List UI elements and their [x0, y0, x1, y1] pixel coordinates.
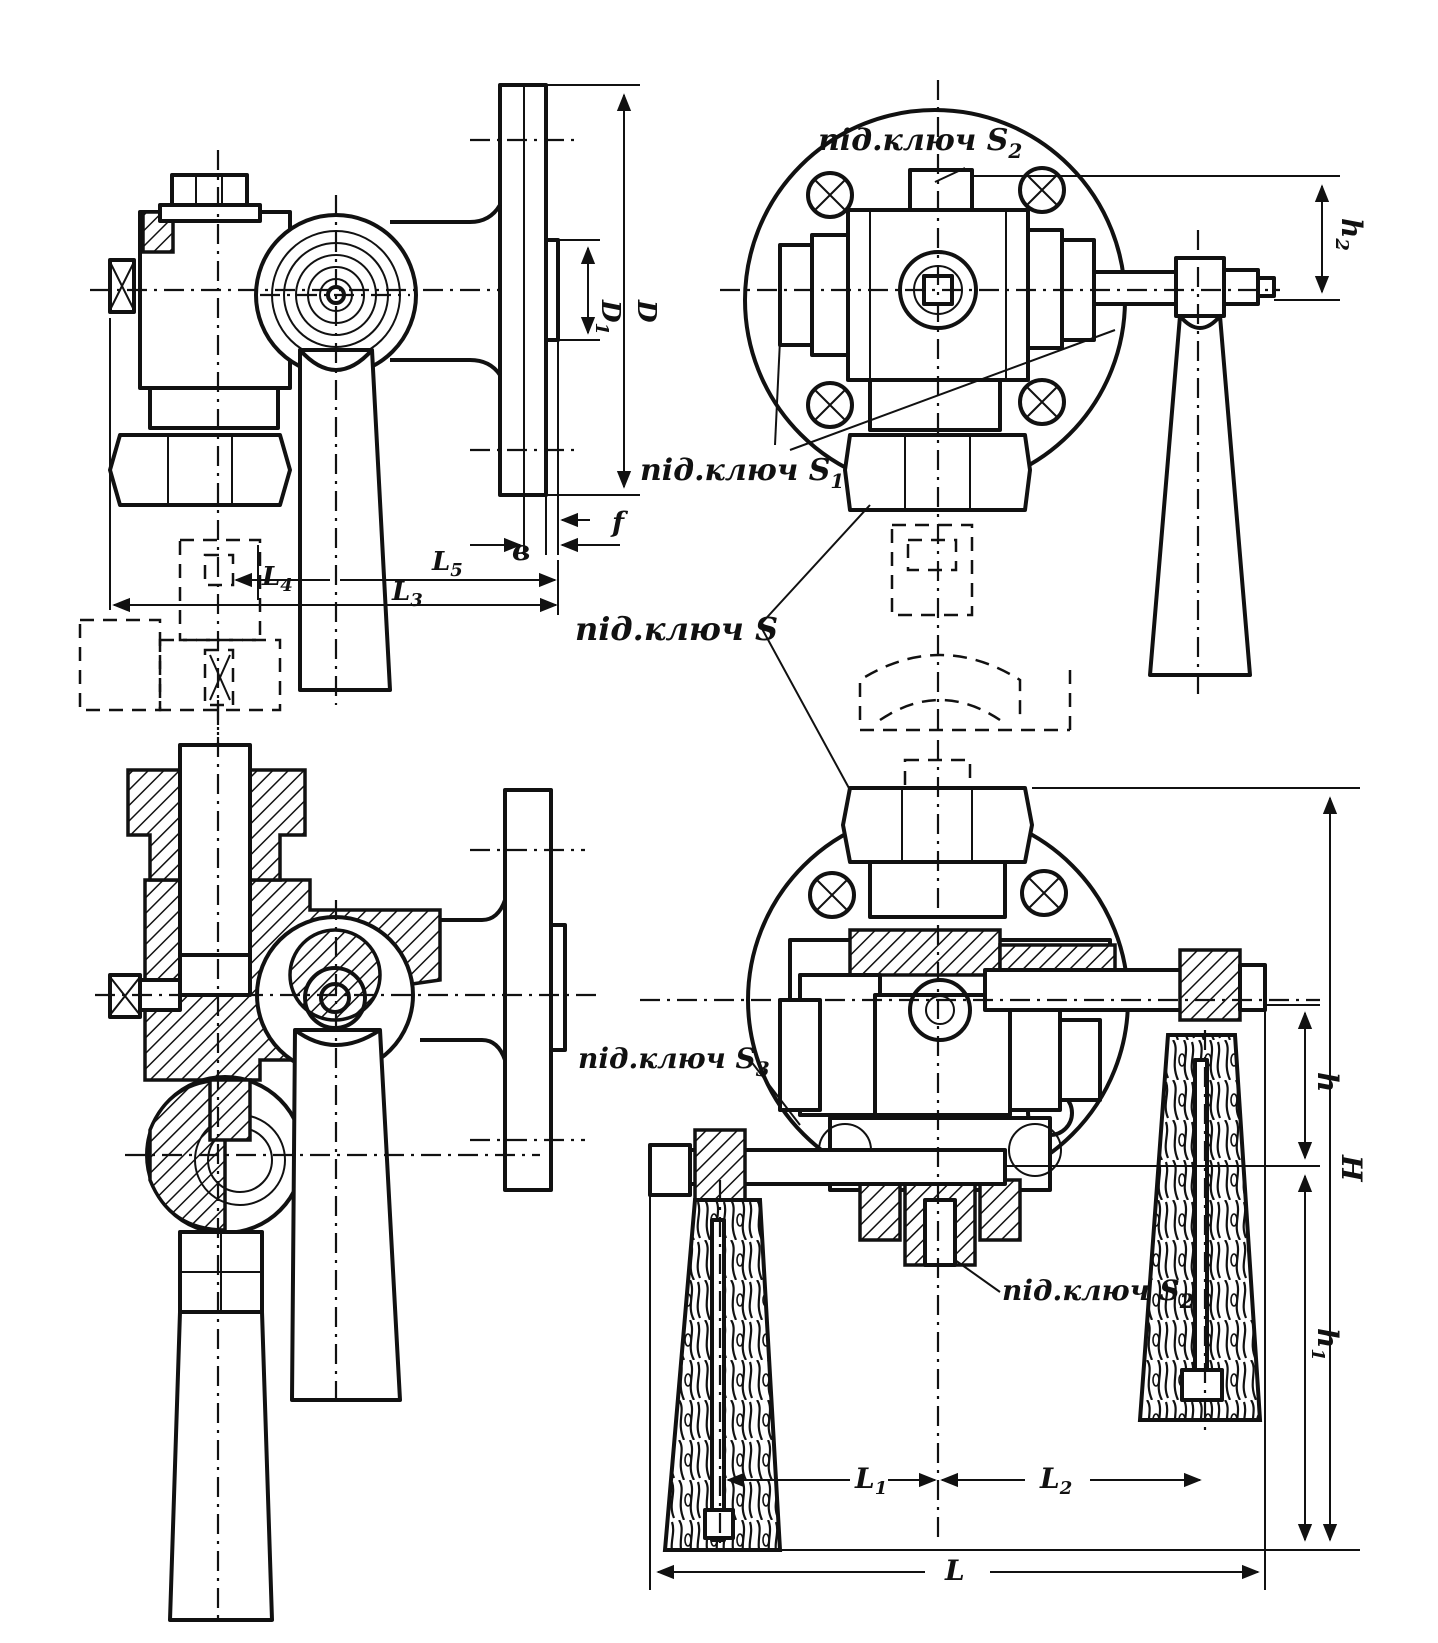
valve-body-bottom-view	[873, 993, 1012, 1117]
hidden-parts-top-right	[858, 523, 1072, 732]
handle-top-right	[1148, 314, 1252, 677]
label-key-s: під.ключ S	[575, 610, 778, 648]
annotation-labels: під.ключ S2 під.ключ S1 під.ключ S під.к…	[575, 123, 1194, 1313]
dim-label-l5: L5	[431, 547, 463, 581]
view-top-right	[720, 80, 1280, 732]
handle-arm-right	[1092, 270, 1178, 306]
dim-label-l2: L2	[1039, 1462, 1072, 1499]
handle-section-right	[290, 1028, 402, 1402]
handle-top-left	[298, 348, 392, 692]
dim-label-d: D	[631, 299, 661, 323]
dimension-h2	[972, 175, 1340, 301]
handle-lower-left	[168, 1310, 274, 1622]
dim-label-l: L	[944, 1554, 965, 1587]
bolt-holes-top	[806, 166, 1066, 429]
dim-label-l1: L1	[854, 1462, 887, 1499]
dim-label-h2: h2	[1331, 218, 1368, 251]
dim-label-b: в	[512, 534, 530, 567]
dim-label-l4: L4	[261, 562, 293, 596]
view-bottom-right	[640, 740, 1320, 1552]
stem-section	[178, 743, 252, 957]
dim-label-l3: L3	[391, 577, 423, 611]
label-key-s1: під.ключ S1	[640, 453, 844, 493]
big-hex-nut-side	[108, 433, 292, 507]
label-key-s2-bottom: під.ключ S2	[1002, 1274, 1194, 1313]
label-key-s2-top: під.ключ S2	[818, 123, 1022, 163]
dim-label-h1: h1	[1307, 1328, 1344, 1361]
dimensions-bottom-right	[649, 787, 1360, 1590]
top-nut-s2	[908, 168, 974, 214]
view-top-left	[78, 83, 575, 750]
dim-label-d1: D1	[591, 299, 625, 335]
big-hex-nut-front	[843, 433, 1032, 512]
dim-label-h: h	[1311, 1072, 1344, 1092]
leader-lines	[749, 167, 1116, 1293]
dim-label-f: f	[610, 506, 629, 539]
dimensions-top-left	[109, 84, 640, 615]
label-key-s3: під.ключ S3	[578, 1042, 770, 1081]
flange-plate-section	[503, 788, 553, 1192]
dim-label-big-h: H	[1335, 1154, 1368, 1183]
view-bottom-left	[95, 700, 600, 1622]
